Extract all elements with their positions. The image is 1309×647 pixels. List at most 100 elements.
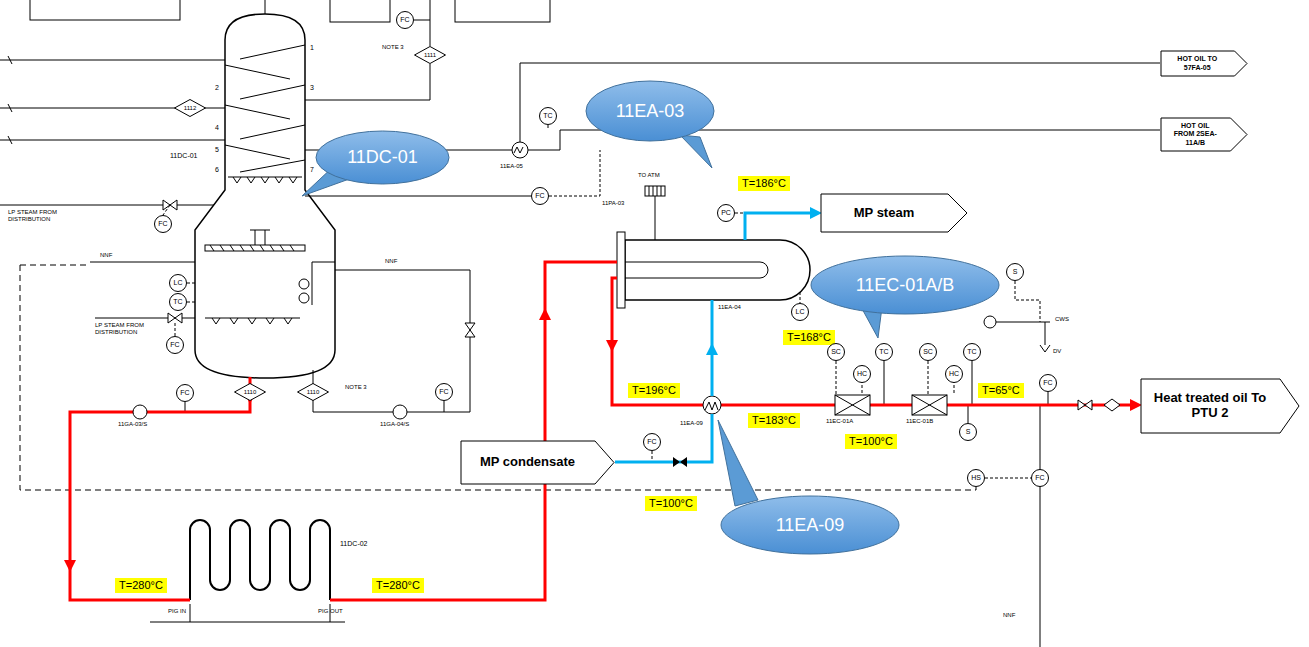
instrument-circle [1007,264,1024,281]
instrument-circle [1040,375,1057,392]
node-text: 1110 [307,389,319,396]
node-text: T=65°C [982,384,1020,397]
node-text: SC [923,348,933,356]
line-number-diamond: 1111 [414,46,446,64]
diamond-outline [415,47,446,64]
drawing-label: CWS [1055,316,1069,323]
node-text: HC [949,370,959,378]
instrument-circle [177,385,194,402]
drawing-label: 3 [310,84,314,92]
node-text-holder: 11EC-01A/B [810,255,1000,315]
instrument-bubble: SC [827,343,845,361]
instrument-circle [1032,470,1049,487]
callout-ellipse [586,81,714,141]
node-text: FC [400,16,409,24]
callout-bubble: 11EA-03 [585,80,715,142]
instrument-bubble: FC [643,433,661,451]
node-text-holder: T=196°C [632,384,676,397]
instrument-bubble: TC [539,107,557,125]
instrument-circle [170,275,187,292]
node-text: Heat treated oil To PTU 2 [1153,391,1268,421]
instrument-circle [155,216,172,233]
node-text: FC [647,438,656,446]
temperature-tag: T=168°C [783,330,835,345]
node-text: TC [967,348,976,356]
drawing-label: 11GA-04/S [380,421,409,428]
node-text: 1112 [184,105,196,112]
stream-arrow-box: MP condensate [460,440,615,485]
stream-arrow-box: Heat treated oil To PTU 2 [1140,378,1300,434]
instrument-bubble: FC [176,384,194,402]
drawing-label: 11EA-05 [500,163,523,170]
callout-ellipse [811,256,999,314]
temperature-tag: T=65°C [978,383,1024,398]
instrument-circle [946,366,963,383]
callout-ellipse [316,131,449,184]
instrument-circle [854,366,871,383]
node-text-holder: TC [539,107,557,125]
black-process-lines [0,0,1160,647]
arrow-box-outline [1161,51,1247,76]
node-text-holder: LC [791,303,809,321]
instrument-bubble: SC [919,343,937,361]
arrow-box-outline [1141,379,1299,433]
drawing-label: LP STEAM FROM DISTRIBUTION [95,322,157,335]
node-text: T=100°C [849,435,893,448]
drawing-label: 11EA-04 [718,304,741,311]
line-number-diamond: 1110 [297,383,329,401]
instrument-circle [960,424,977,441]
instrument-bubble: FC [166,336,184,354]
drawing-label: 5 [215,146,219,154]
drawing-label: 2 [215,84,219,92]
node-text: LC [796,308,805,316]
instrument-bubble: S [959,423,977,441]
instrument-circle [167,337,184,354]
node-text-holder: T=168°C [787,331,831,344]
callout-text: 11EA-09 [776,515,845,536]
node-text-holder: 1110 [234,383,266,401]
callout-text: 11DC-01 [347,147,418,168]
node-text: T=280°C [376,579,420,592]
node-text: SC [831,348,841,356]
node-text-holder: FC [531,187,549,205]
node-text-holder: HC [853,365,871,383]
node-text-holder: 11EA-09 [720,495,900,555]
instrument-bubble: LC [169,274,187,292]
node-text: LC [174,279,183,287]
callout-bubble: 11DC-01 [315,130,450,185]
drawing-label: 4 [215,124,219,132]
node-text: PC [721,209,731,217]
temperature-tag: T=100°C [645,496,697,511]
node-text-holder: MP condensate [460,440,615,485]
drawing-label: 11EC-01B [906,418,933,425]
temperature-tag: T=196°C [628,383,680,398]
node-text-holder: FC [166,336,184,354]
instrument-circle [920,344,937,361]
line-number-diamond: 1110 [234,383,266,401]
node-text-holder: PC [717,204,735,222]
equipment-symbols [133,395,1120,419]
node-text: HS [971,474,981,482]
instrument-circle [876,344,893,361]
drawing-label: NOTE 3 [345,384,367,391]
node-text-holder: T=280°C [376,579,420,592]
stream-arrow-box: MP steam [820,193,968,233]
node-text-holder: 11EA-03 [585,80,715,142]
node-text: TC [879,348,888,356]
node-text-holder: TC [875,343,893,361]
node-text-holder: 11DC-01 [315,130,450,185]
temperature-tag: T=100°C [845,434,897,449]
instrument-bubble: HS [967,469,985,487]
drawing-label: LP STEAM FROM DISTRIBUTION [8,209,76,222]
arrow-box-outline [461,441,614,484]
node-text: HC [857,370,867,378]
temperature-tag: T=186°C [738,176,790,191]
node-text: FC [170,341,179,349]
node-text-holder: TC [963,343,981,361]
instrument-circle [828,344,845,361]
node-text: T=186°C [742,177,786,190]
node-text-holder: HS [967,469,985,487]
node-text: FC [158,220,167,228]
node-text-holder: FC [1031,469,1049,487]
